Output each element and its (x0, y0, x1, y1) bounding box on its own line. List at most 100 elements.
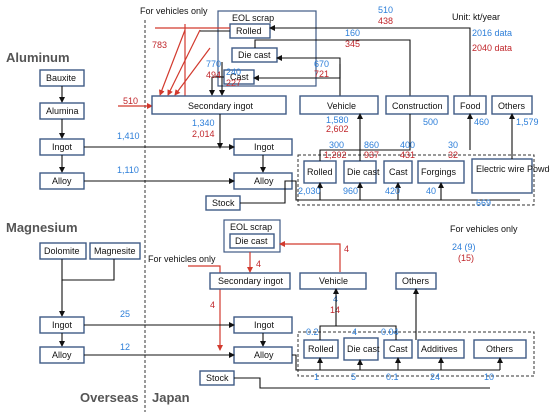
mg-secondary-to-alloy-value: 4 (210, 300, 215, 310)
mg-stock-label: Stock (206, 373, 229, 383)
mg-alloy-overseas-label: Alloy (52, 350, 72, 360)
mg-scrap-die-cast-label: Die cast (235, 236, 268, 246)
al-rolled-label: Rolled (307, 167, 333, 177)
al-secondary-out-2016: 1,340 (192, 118, 215, 128)
mg-ingot-japan-label: Ingot (254, 320, 275, 330)
al-return-food (269, 25, 471, 96)
legend-2016: 2016 data (472, 28, 512, 38)
mg-vehicle-to-scrap (279, 241, 341, 272)
al-cast-out-2040: 431 (400, 150, 415, 160)
mg-red-vertical (188, 265, 223, 351)
al-vehicle-scrap-2016: 160 (345, 28, 360, 38)
al-diecast-in: 960 (343, 186, 358, 196)
mg-vehicles-only-2016: 24 (9) (452, 242, 476, 252)
al-secondary-out-2040: 2,014 (192, 129, 215, 139)
mg-secondary-ingot-box (209, 272, 291, 290)
al-construction-value: 500 (423, 117, 438, 127)
al-forgings-out-2040: 32 (448, 150, 458, 160)
al-cast-2016: 240 (226, 67, 241, 77)
al-secondary-ingot-label: Secondary ingot (188, 101, 254, 111)
al-diecast-label: Die cast (347, 167, 380, 177)
al-red-fan-3 (174, 47, 211, 96)
al-eol-scrap-label: EOL scrap (232, 13, 274, 23)
al-alloy-to-products (292, 180, 520, 201)
overseas-label: Overseas (80, 390, 139, 405)
mg-others-in: 10 (484, 372, 494, 382)
al-rolled-out-2040: 1,202 (324, 150, 347, 160)
al-forgings-in: 40 (426, 186, 436, 196)
mg-alloy-japan-label: Alloy (254, 350, 274, 360)
mg-ingot-overseas-label: Ingot (52, 320, 73, 330)
al-alloy-import-value: 1,110 (117, 165, 139, 175)
mg-secondary-ingot-label: Secondary ingot (218, 276, 284, 286)
al-food-label: Food (460, 101, 481, 111)
al-cast-in: 420 (385, 186, 400, 196)
al-import-secondary: 510 (123, 96, 138, 106)
mg-rolled-out: 0.2 (306, 327, 319, 337)
al-forgings-label: Forgings (421, 167, 457, 177)
al-ingot-import-value: 1,410 (117, 131, 140, 141)
mg-additives-label: Additives (421, 344, 458, 354)
al-vehicle-label: Vehicle (327, 101, 356, 111)
al-ingot-japan-label: Ingot (254, 142, 275, 152)
al-die-cast-2040: 721 (314, 69, 329, 79)
mg-vehicle-2040: 14 (330, 305, 340, 315)
al-electric-in: 669 (476, 198, 491, 208)
al-scrap-in-2016: 770 (206, 59, 221, 69)
mg-cast-in: 0.1 (386, 372, 399, 382)
al-vehicle-2040: 2,602 (326, 124, 349, 134)
mg-cast-label: Cast (389, 344, 408, 354)
al-top-2040: 438 (378, 16, 393, 26)
al-diecast-out-2040: 937 (364, 150, 379, 160)
mg-vehicles-only-note-left: For vehicles only (148, 254, 216, 264)
mg-dolomite-label: Dolomite (44, 246, 80, 256)
al-bauxite-label: Bauxite (46, 73, 76, 83)
mg-products-up (319, 325, 397, 340)
al-stock-label: Stock (212, 198, 235, 208)
al-scrap-cast-label: Cast (230, 72, 249, 82)
al-eol-scrap-group (217, 10, 317, 87)
al-alumina-label: Alumina (46, 106, 79, 116)
mg-diecast-out: 4 (352, 327, 357, 337)
mg-additives-in: 24 (430, 372, 440, 382)
al-products-up (319, 114, 411, 161)
japan-label: Japan (152, 390, 190, 405)
mg-ore-merge (61, 259, 115, 281)
al-alloy-overseas-label: Alloy (52, 176, 72, 186)
mg-eol-scrap-group (223, 219, 281, 253)
al-vehicle-2016: 1,580 (326, 115, 349, 125)
al-alloy-japan-label: Alloy (254, 176, 274, 186)
al-scrap-die-cast-label: Die cast (238, 50, 271, 60)
al-vehicles-only-note: For vehicles only (140, 6, 208, 16)
mg-magnesite-box (89, 242, 141, 260)
al-die-cast-2016: 670 (314, 59, 329, 69)
mg-vehicles-only-2040: (15) (458, 253, 474, 263)
mg-dolomite-box (39, 242, 87, 260)
mg-rolled-label: Rolled (308, 344, 334, 354)
al-return-vehicle-cast (253, 64, 341, 81)
al-stock-line (240, 180, 292, 204)
al-return-construction (254, 39, 411, 96)
al-cast-label: Cast (389, 167, 408, 177)
magnesium-heading: Magnesium (6, 220, 78, 235)
al-cast-out-2016: 400 (400, 140, 415, 150)
mg-rolled-in: 1 (314, 372, 319, 382)
mg-vehicle-to-scrap-value: 4 (344, 244, 349, 254)
al-return-vehicle-diecast (276, 55, 341, 96)
al-import-2040: 783 (152, 40, 167, 50)
al-vehicle-box (299, 95, 379, 115)
mg-scrap-die-cast (229, 233, 275, 249)
al-food-value: 460 (474, 117, 489, 127)
al-cast-2040: 227 (226, 78, 241, 88)
mg-eol-scrap-label: EOL scrap (230, 222, 272, 232)
aluminum-heading: Aluminum (6, 50, 70, 65)
mg-diecast-in: 5 (351, 372, 356, 382)
al-vehicle-scrap-2040: 345 (345, 39, 360, 49)
al-construction-label: Construction (392, 101, 443, 111)
legend-2040: 2040 data (472, 43, 512, 53)
al-secondary-ingot-box (151, 95, 287, 115)
mg-diecast-label: Die cast (347, 344, 380, 354)
mg-alloy-import-value: 12 (120, 342, 130, 352)
al-product-group (297, 154, 535, 206)
